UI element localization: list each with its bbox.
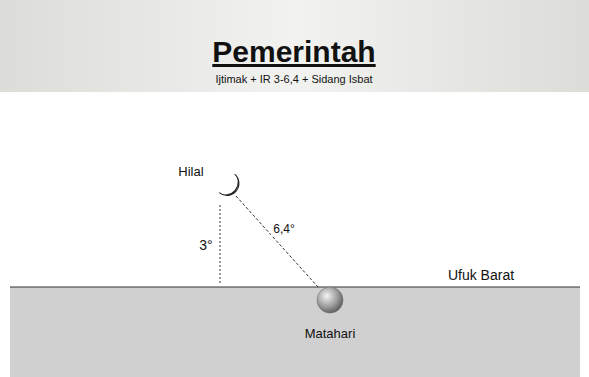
slide-title: Pemerintah (212, 35, 375, 69)
angle-label: 3° (199, 237, 212, 253)
horizon-line (10, 287, 580, 288)
sun-label: Matahari (305, 326, 356, 341)
altitude-line (220, 205, 221, 285)
subtitle: Ijtimak + IR 3-6,4 + Sidang Isbat (215, 73, 372, 85)
ground (10, 287, 580, 377)
horizon-label: Ufuk Barat (448, 267, 514, 283)
crescent-moon (219, 174, 244, 200)
header-band (0, 0, 589, 92)
elongation-line (236, 196, 318, 287)
moon-label: Hilal (178, 164, 203, 179)
angle-label: 6,4° (271, 222, 296, 236)
sun-symbol (317, 287, 343, 313)
